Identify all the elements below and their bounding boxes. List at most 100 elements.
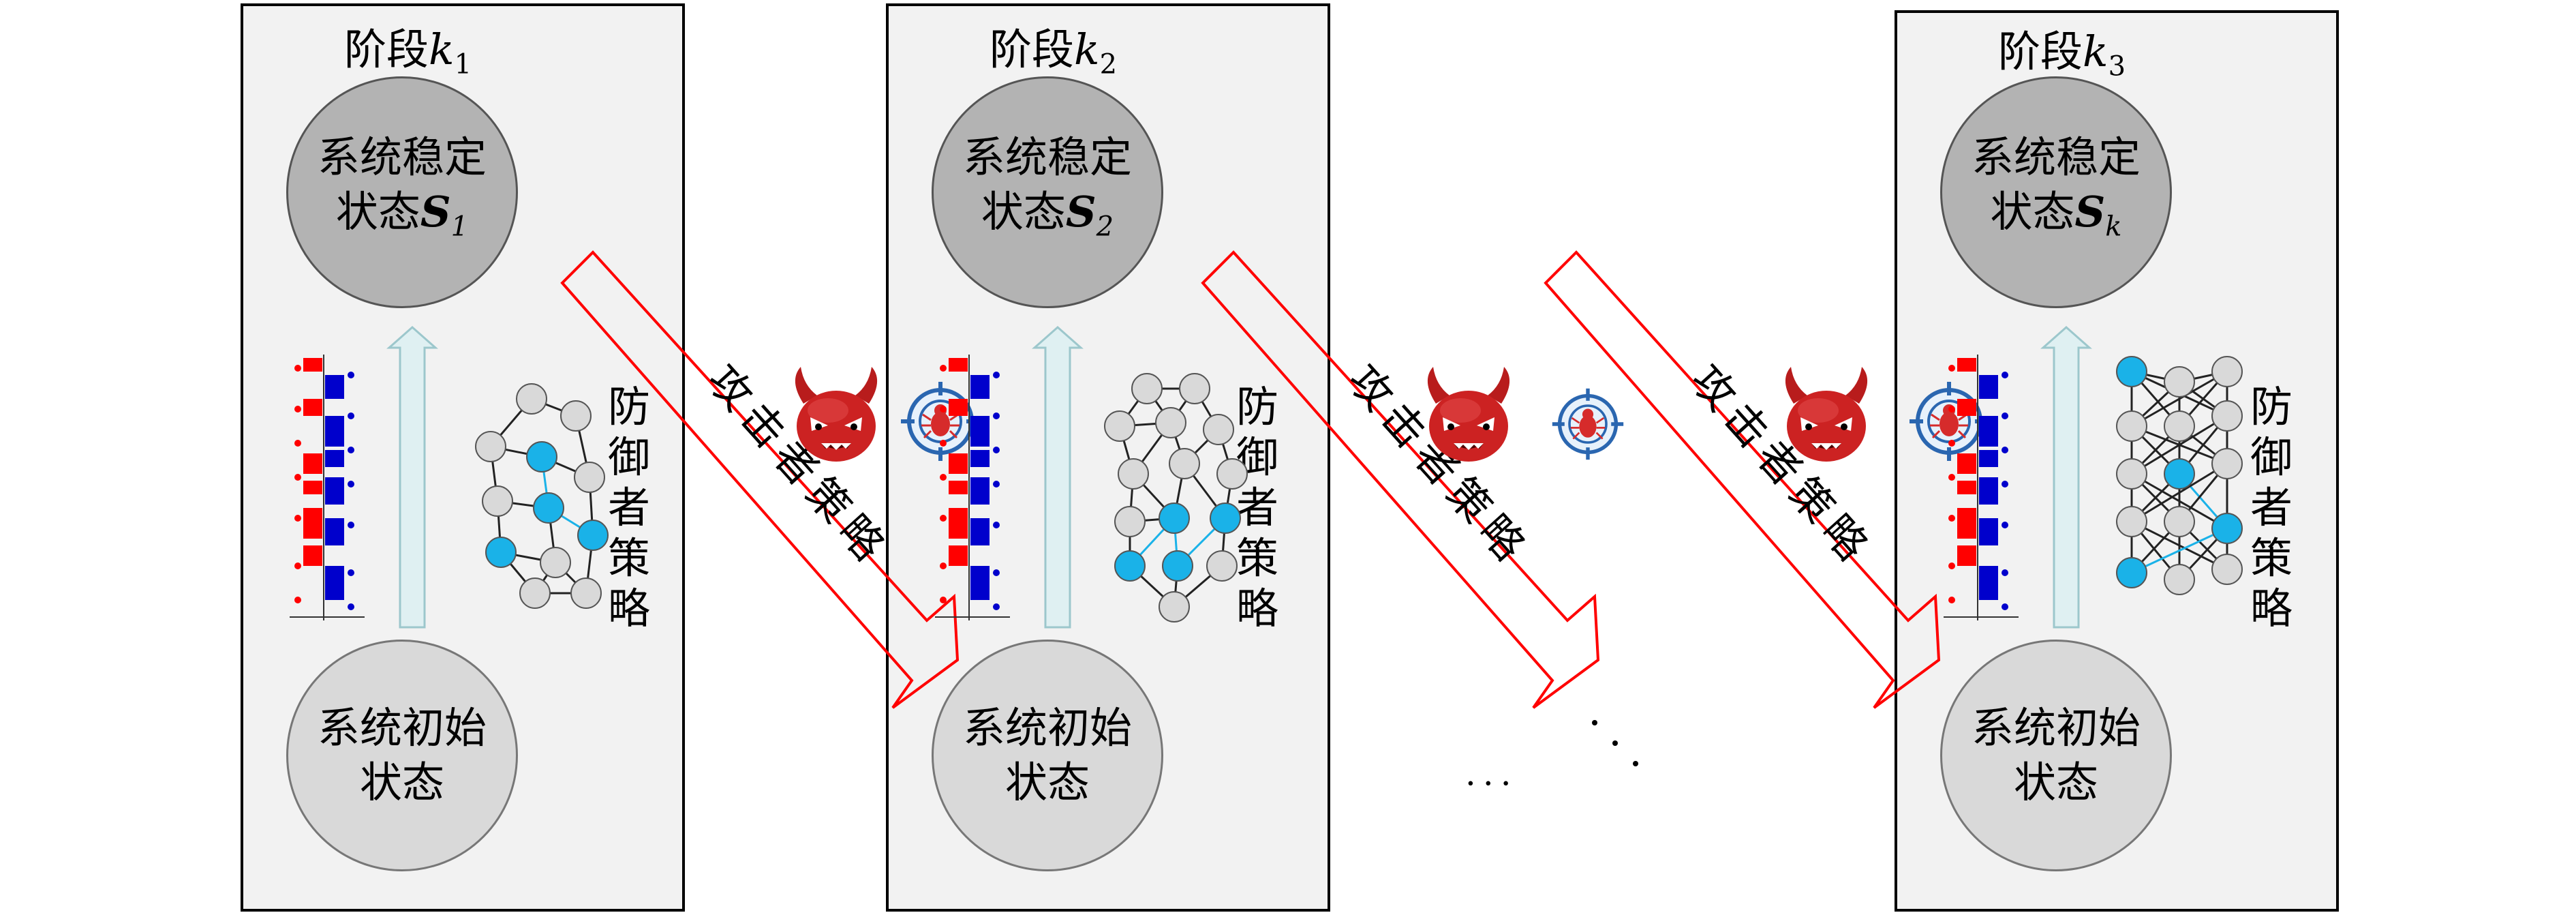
graph-node [2164,564,2195,595]
graph-node [577,520,609,551]
blue-dot [348,372,354,378]
graph-node [1118,458,1149,490]
defender-strategy-label-2: 防御者策略 [1236,382,1278,633]
red-bar [949,545,968,566]
graph-node [2164,366,2195,397]
graph-node [1169,448,1200,479]
blue-bar [325,375,344,399]
timeline-chart-icon [1944,355,2019,620]
target-bug-icon [1910,382,1989,461]
graph-node [2116,410,2147,442]
blue-dot [2002,412,2008,419]
graph-edge [2131,370,2228,427]
graph-node [2164,410,2195,442]
devil-icon [795,367,878,462]
red-dot [940,365,947,372]
graph-node [2211,554,2243,585]
blue-dot [348,412,354,419]
red-dot [294,406,301,412]
red-dot [940,597,947,603]
graph-node [1203,414,1234,445]
graph-node [560,400,592,432]
red-bar [303,481,322,494]
blue-bar [1979,518,1998,545]
graph-node [2164,506,2195,537]
defender-strategy-label-1: 防御者策略 [607,382,650,633]
blue-bar [970,450,990,467]
blue-bar [1979,416,1998,447]
red-dot [294,474,301,481]
graph-node [1114,550,1146,582]
stage-label-2: 阶段k2 [990,25,1118,80]
devil-icon [1427,367,1510,462]
graph-node [2211,356,2243,387]
timeline-chart-icon [935,355,1010,620]
blue-bar [1979,375,1998,399]
blue-dot [2002,447,2008,453]
blue-dot [2002,569,2008,576]
graph-edge [2131,527,2228,574]
stable-state-circle-2: 系统稳定 状态S2 [932,76,1163,308]
network-graph-icon [2116,356,2243,595]
blue-dot [993,412,1000,419]
graph-node [1159,502,1190,534]
red-bar [1957,399,1976,416]
blue-dot [993,603,1000,610]
red-bar [949,358,968,372]
red-dot [940,562,947,569]
blue-bar [970,375,990,399]
stage-label-3: 阶段k3 [1998,27,2126,82]
stable-state-circle-3: 系统稳定 状态Sk [1940,76,2172,308]
attacker-arrow-2 [1201,250,1600,709]
initial-state-circle-2: 系统初始 状态 [932,640,1163,871]
red-dot [940,440,947,447]
blue-bar [325,566,344,600]
blue-bar [970,416,990,447]
red-dot [1948,562,1955,569]
graph-node [1114,506,1146,537]
red-dot [294,562,301,569]
stage-label-1: 阶段k1 [344,25,472,80]
blue-dot [2002,522,2008,528]
blue-bar [970,566,990,600]
red-bar [303,399,322,416]
graph-node [2116,356,2147,387]
red-dot [294,597,301,603]
timeline-chart-icon [290,355,365,620]
blue-dot [348,603,354,610]
blue-dot [2002,603,2008,610]
blue-bar [1979,477,1998,505]
red-dot [1948,365,1955,372]
blue-bar [1979,450,1998,467]
graph-node [2164,458,2195,490]
graph-node [2211,448,2243,479]
red-bar [303,453,322,474]
graph-node [574,462,605,493]
graph-node [2211,400,2243,432]
graph-node [1159,591,1190,622]
graph-node [1162,550,1193,582]
red-bar [949,399,968,416]
blue-bar [325,450,344,467]
blue-dot [993,447,1000,453]
red-bar [1957,481,1976,494]
defender-strategy-label-3: 防御者策略 [2250,382,2293,633]
red-dot [940,474,947,481]
blue-bar [325,518,344,545]
red-dot [1948,406,1955,412]
stable-state-circle-1: 系统稳定 状态S1 [286,76,518,308]
blue-bar [325,416,344,447]
red-dot [940,406,947,412]
red-bar [303,545,322,566]
red-dot [940,515,947,522]
blue-dot [348,522,354,528]
up-arrow-icon [1033,326,1082,629]
graph-node [526,441,557,472]
blue-dot [2002,481,2008,487]
red-bar [1957,453,1976,474]
red-dot [294,440,301,447]
red-dot [1948,440,1955,447]
blue-dot [993,372,1000,378]
red-bar [1957,545,1976,566]
red-dot [294,515,301,522]
